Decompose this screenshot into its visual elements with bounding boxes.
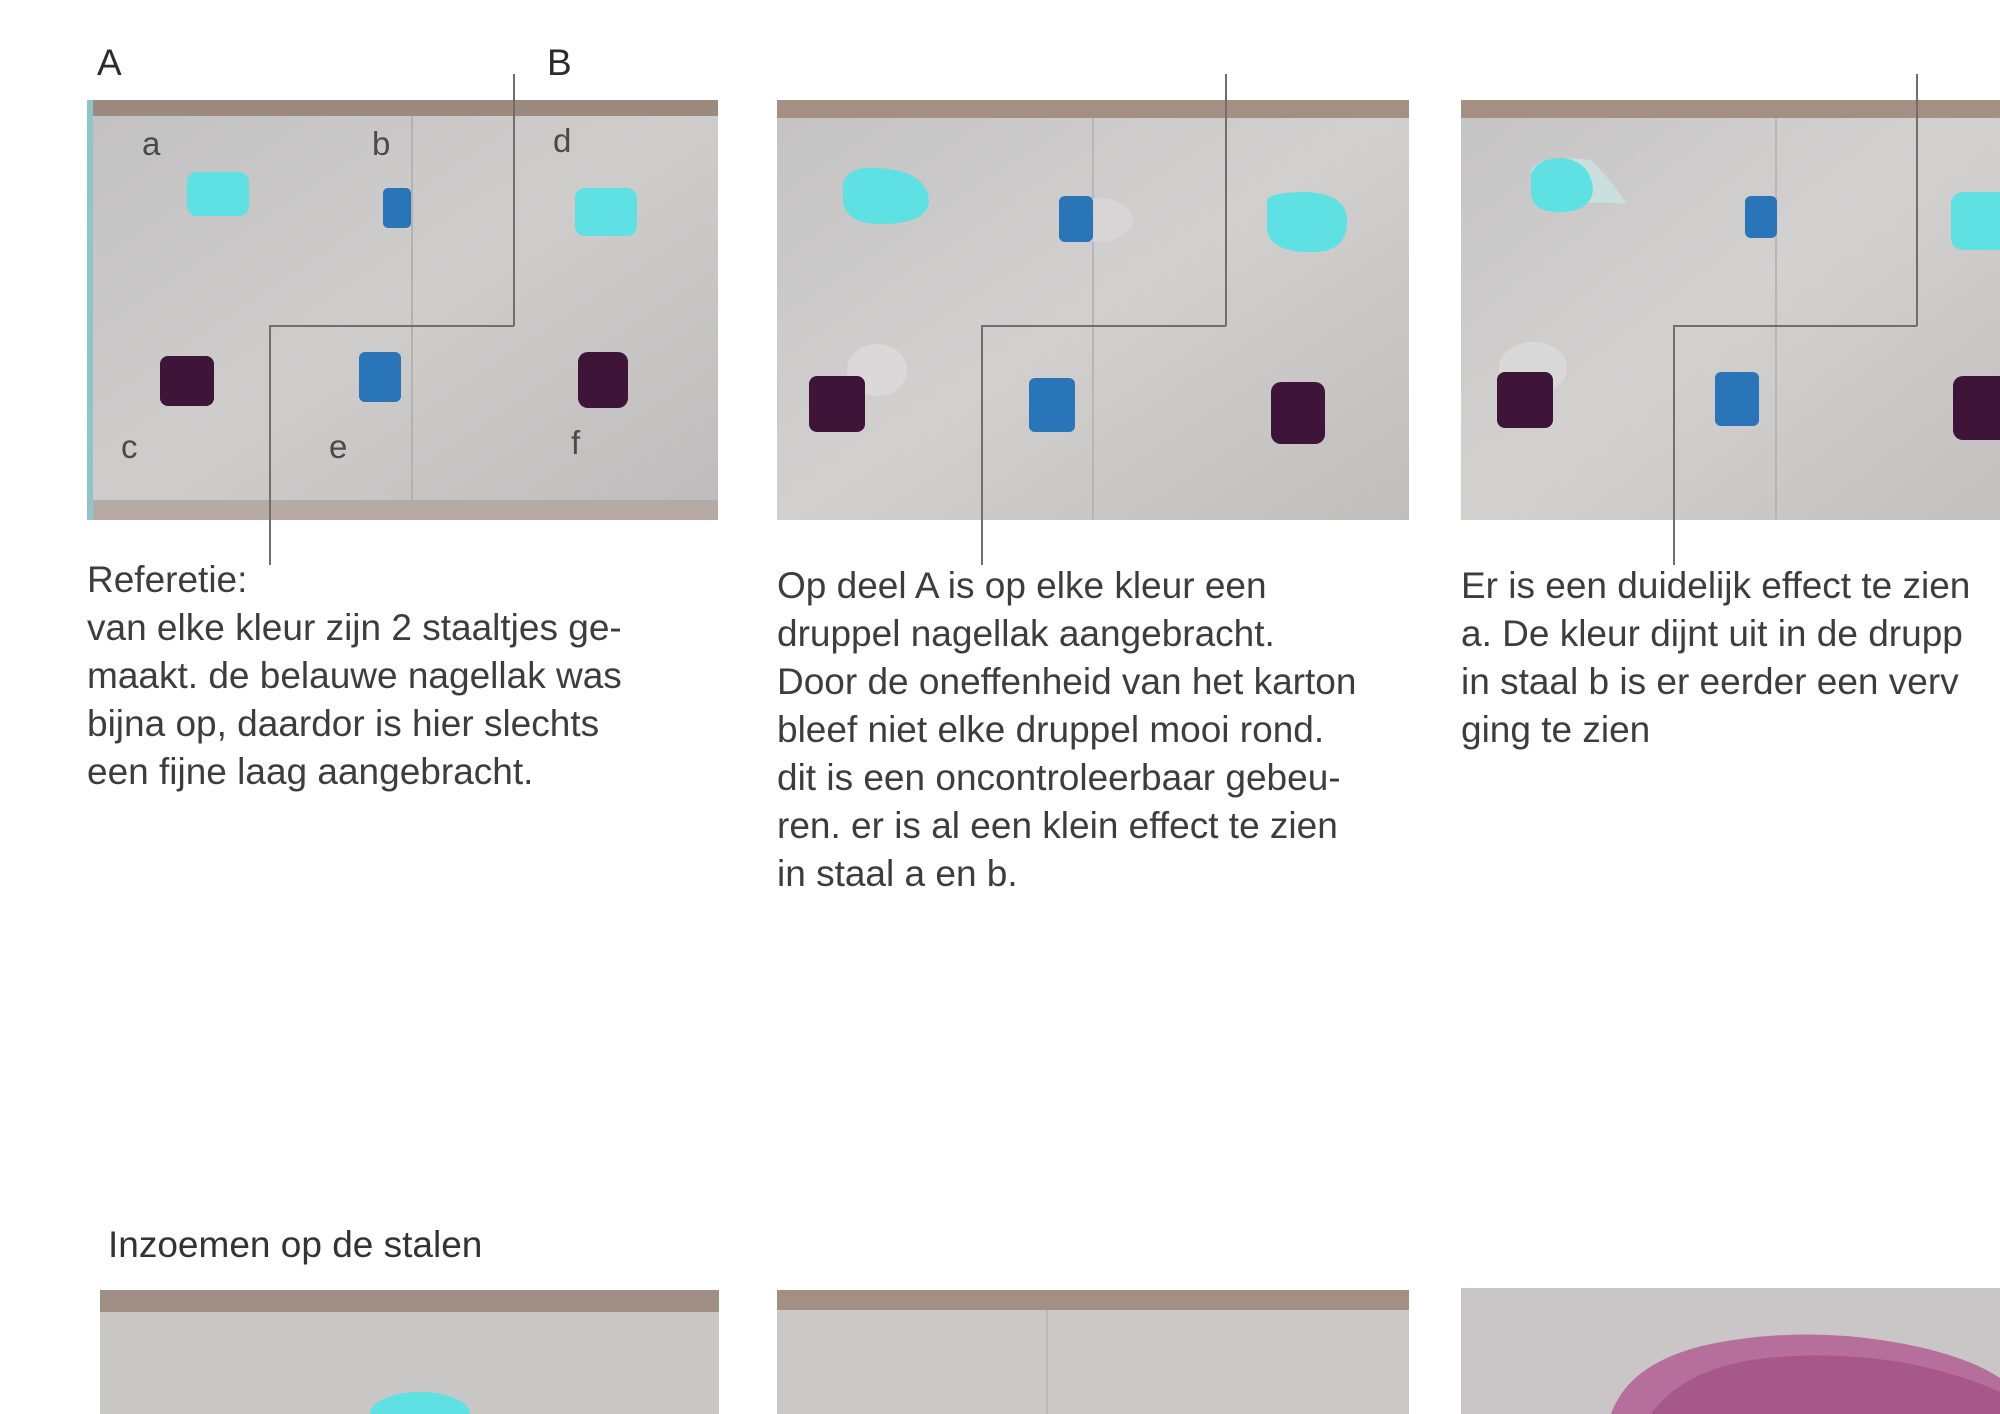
swatch-label-d: d bbox=[553, 122, 572, 159]
divider-line bbox=[269, 325, 271, 565]
zoom-photo-3 bbox=[1461, 1288, 2000, 1414]
swatch-c bbox=[1497, 372, 1553, 428]
zoom-photo-2 bbox=[777, 1290, 1409, 1414]
swatch-label-a: a bbox=[142, 125, 161, 162]
swatch-a bbox=[843, 167, 929, 225]
swatch-f bbox=[1271, 382, 1325, 444]
swatch-label-c: c bbox=[121, 428, 138, 465]
swatch-e bbox=[359, 352, 401, 402]
divider-line bbox=[1673, 325, 1675, 565]
divider-line bbox=[269, 325, 514, 327]
swatch-c bbox=[160, 356, 214, 406]
zoom-section-heading: Inzoemen op de stalen bbox=[108, 1224, 483, 1265]
swatch-a bbox=[1531, 158, 1593, 213]
swatch-b bbox=[383, 188, 411, 228]
swatch-label-b: b bbox=[372, 125, 391, 162]
effect-photo bbox=[1461, 100, 2000, 520]
swatch-d bbox=[575, 188, 637, 236]
reference-caption: Referetie: van elke kleur zijn 2 staaltj… bbox=[87, 559, 622, 792]
swatch-f bbox=[1953, 376, 2000, 440]
swatch-e bbox=[1029, 378, 1075, 432]
divider-line bbox=[513, 74, 515, 326]
step1-caption: Op deel A is op elke kleur een druppel n… bbox=[777, 565, 1357, 894]
swatch-a bbox=[187, 172, 249, 216]
swatch-e bbox=[1715, 372, 1759, 426]
part-label-a: A bbox=[97, 42, 122, 83]
divider-line bbox=[1673, 325, 1917, 327]
divider-line bbox=[1916, 74, 1918, 326]
drops-applied-photo bbox=[777, 100, 1409, 520]
swatch-d bbox=[1951, 192, 2000, 250]
divider-line bbox=[981, 325, 1226, 327]
swatch-c bbox=[809, 376, 865, 432]
divider-line bbox=[981, 325, 983, 565]
swatch-label-e: e bbox=[329, 428, 348, 465]
reference-photo bbox=[87, 100, 718, 520]
swatch-d bbox=[1267, 192, 1348, 253]
zoom-photo-1 bbox=[100, 1290, 719, 1414]
swatch-b bbox=[1745, 196, 1777, 238]
part-label-b: B bbox=[547, 42, 572, 83]
swatch-b bbox=[1059, 196, 1093, 242]
step2-caption: Er is een duidelijk effect te zien a. De… bbox=[1461, 565, 1971, 750]
divider-line bbox=[1225, 74, 1227, 326]
swatch-f bbox=[578, 352, 628, 408]
swatch-label-f: f bbox=[571, 424, 581, 461]
swatch-a bbox=[370, 1392, 470, 1414]
